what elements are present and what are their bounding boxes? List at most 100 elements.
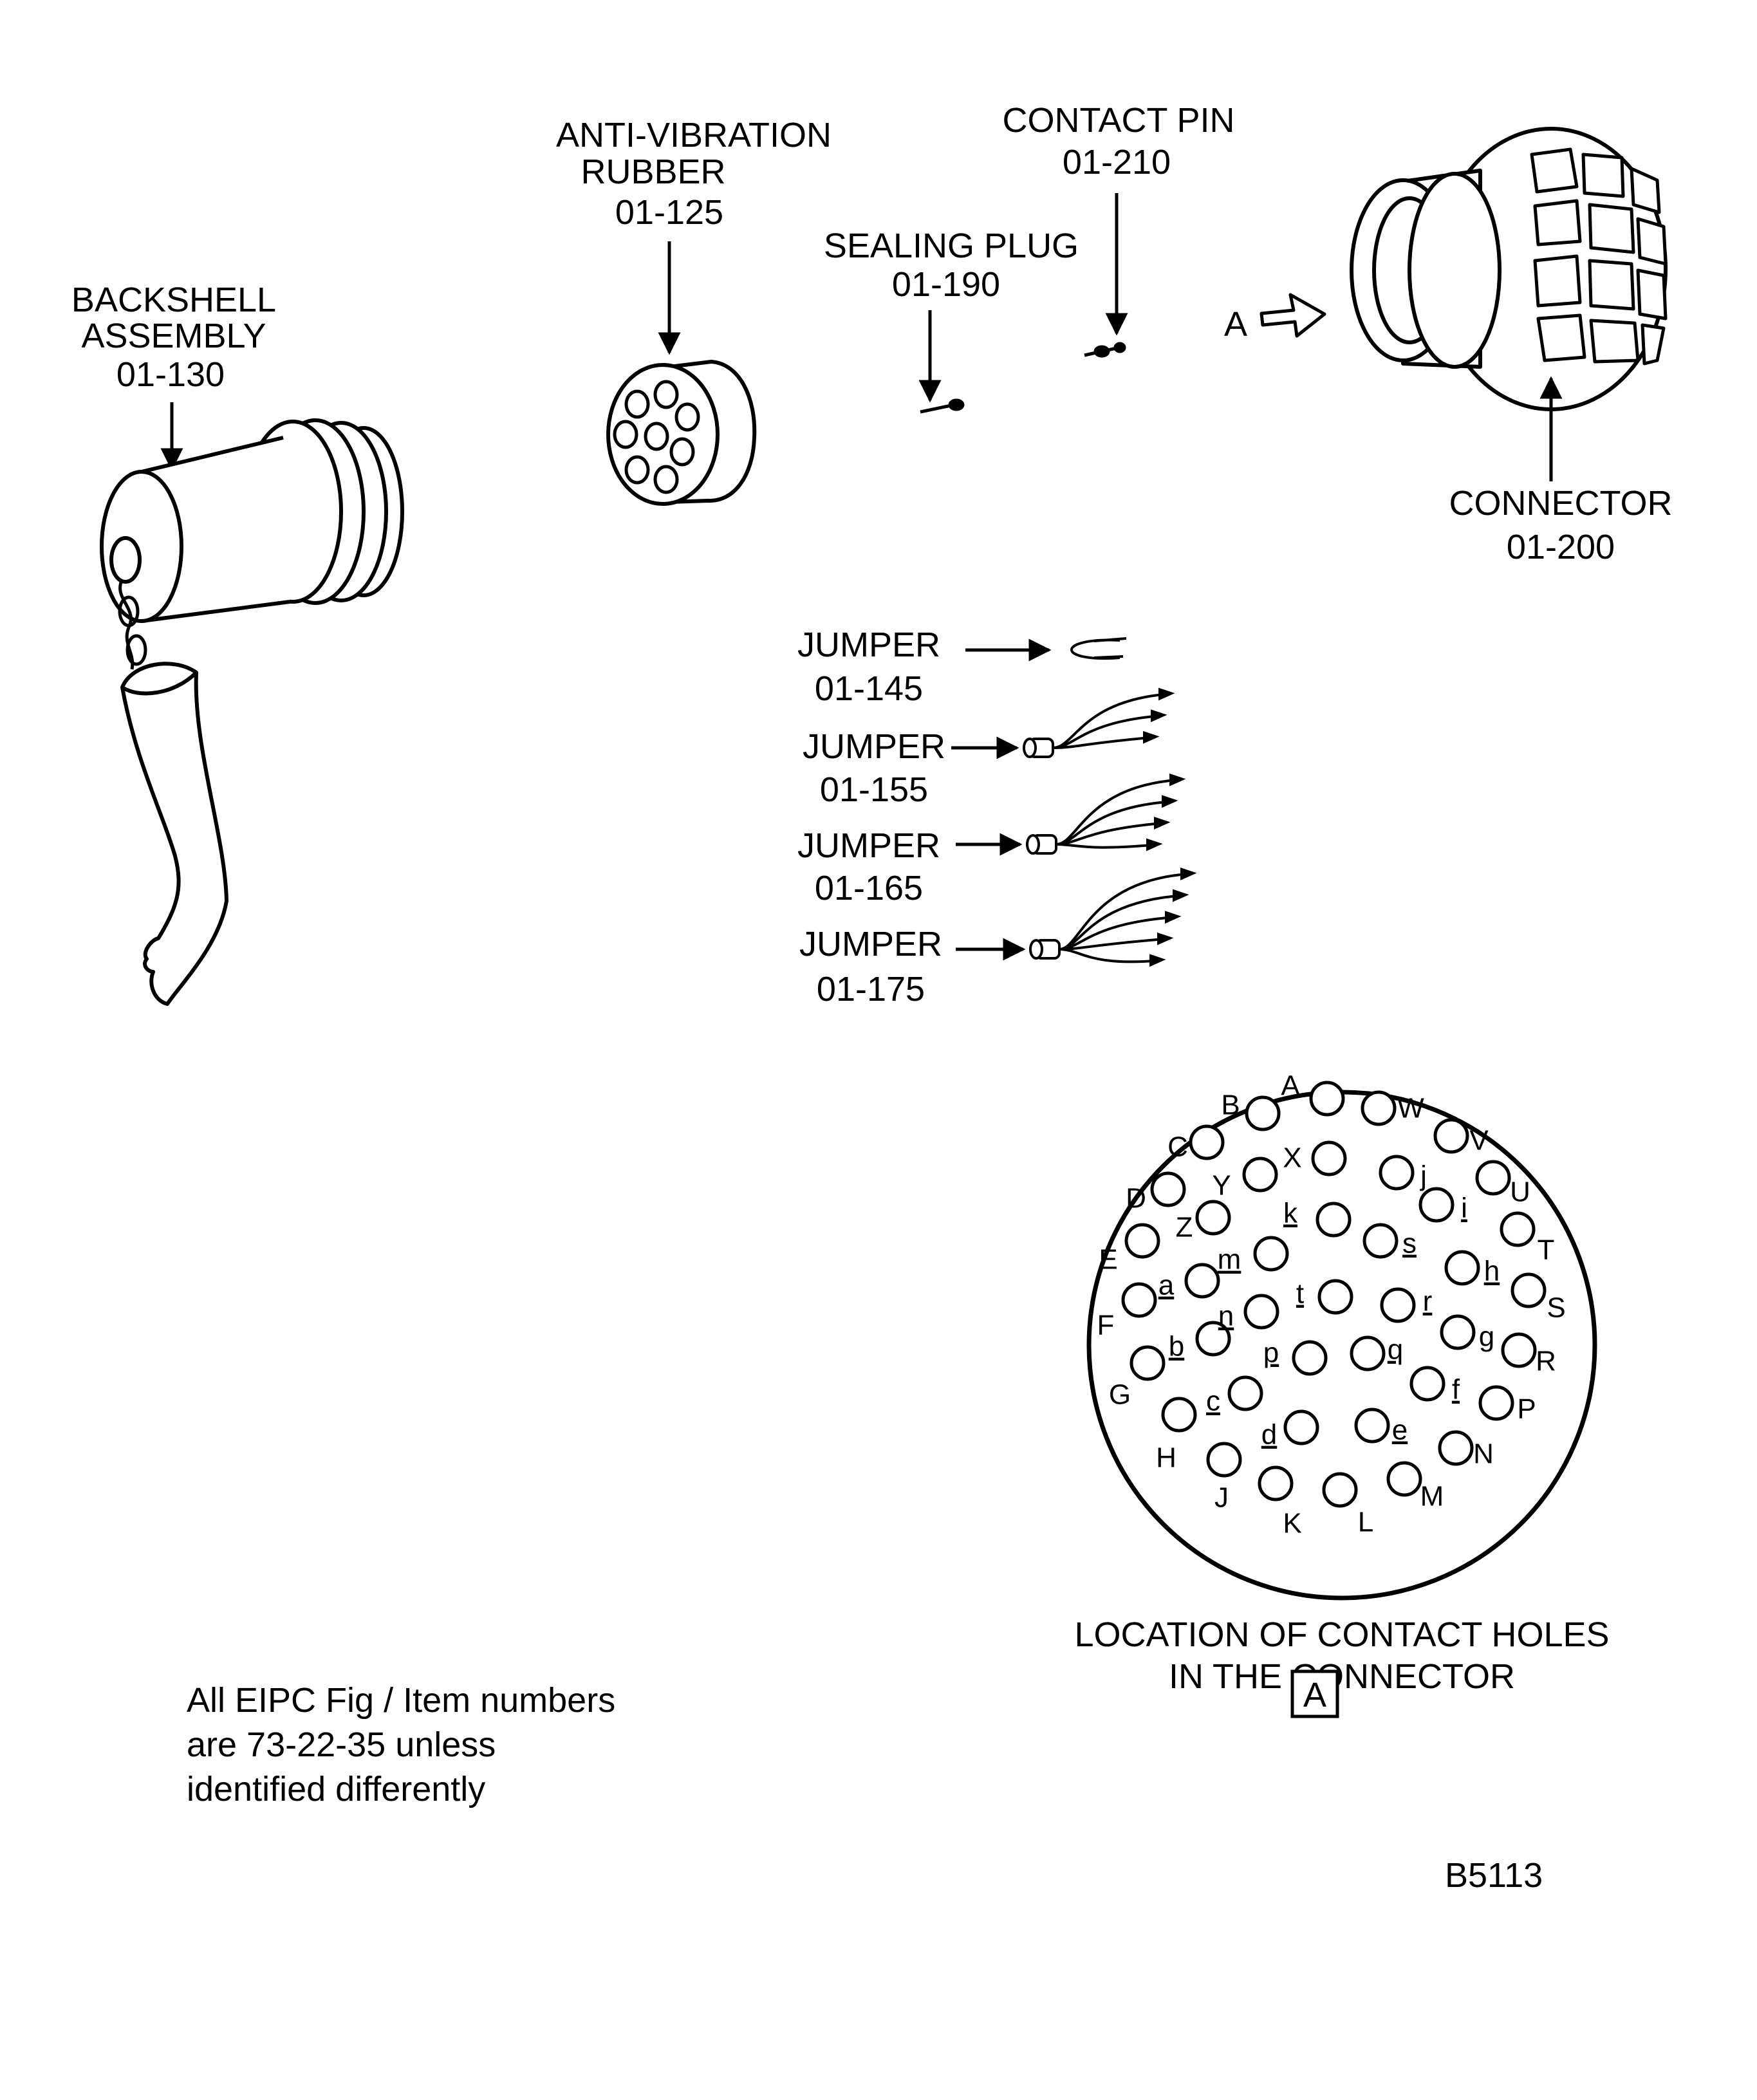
contact-pin-name: CONTACT PIN bbox=[1002, 101, 1234, 140]
jumper-name-1: JUMPER bbox=[797, 626, 940, 664]
contact-hole-label-L: L bbox=[1358, 1507, 1373, 1538]
contact-hole-label-C: C bbox=[1167, 1131, 1188, 1163]
contact-hole-label-q: q bbox=[1388, 1334, 1403, 1366]
view-a-box bbox=[1290, 1669, 1339, 1718]
contact-hole-b bbox=[1195, 1321, 1231, 1357]
contact-hole-H bbox=[1161, 1397, 1197, 1433]
jumpers-group: JUMPER01-145JUMPER01-155JUMPER01-165JUMP… bbox=[797, 626, 1197, 1008]
contact-hole-label-J: J bbox=[1214, 1482, 1229, 1514]
contact-hole-C bbox=[1189, 1124, 1225, 1160]
connector-item-number: 01-200 bbox=[1507, 528, 1615, 566]
jumper-drawing-2 bbox=[1023, 687, 1175, 758]
contact-hole-d bbox=[1283, 1409, 1319, 1445]
jumper-drawing-4 bbox=[1029, 868, 1197, 967]
contact-hole-label-D: D bbox=[1126, 1183, 1146, 1214]
contact-hole-A bbox=[1309, 1081, 1345, 1117]
contact-pin-drawing bbox=[1084, 342, 1126, 358]
contact-hole-label-f: f bbox=[1452, 1374, 1460, 1406]
contact-hole-g bbox=[1440, 1314, 1476, 1350]
connector-name: CONNECTOR bbox=[1449, 484, 1672, 523]
contact-hole-D bbox=[1150, 1171, 1186, 1207]
contact-hole-label-Z: Z bbox=[1176, 1212, 1193, 1243]
jumper-item-number-4: 01-175 bbox=[817, 970, 925, 1008]
contact-hole-label-c: c bbox=[1206, 1386, 1220, 1417]
view-direction-arrow bbox=[1260, 293, 1326, 338]
contact-hole-L bbox=[1322, 1472, 1358, 1508]
contact-hole-label-Y: Y bbox=[1212, 1170, 1231, 1202]
anti-vibration-rubber-drawing bbox=[606, 359, 757, 506]
contact-hole-s bbox=[1362, 1223, 1399, 1259]
jumper-name-4: JUMPER bbox=[799, 925, 942, 963]
contact-hole-X bbox=[1311, 1140, 1347, 1176]
contact-hole-label-s: s bbox=[1402, 1228, 1417, 1259]
contact-hole-f bbox=[1409, 1366, 1446, 1402]
jumper-item-number-1: 01-145 bbox=[815, 669, 923, 708]
jumper-drawing-1 bbox=[1070, 637, 1127, 660]
contact-hole-K bbox=[1258, 1465, 1294, 1501]
contact-holes-caption-line1: LOCATION OF CONTACT HOLES bbox=[1074, 1615, 1609, 1654]
contact-hole-label-T: T bbox=[1538, 1234, 1555, 1266]
contact-hole-label-M: M bbox=[1420, 1481, 1444, 1512]
contact-pin-labels: CONTACT PIN 01-210 bbox=[1002, 101, 1234, 181]
contact-holes-caption: LOCATION OF CONTACT HOLES IN THE CONNECT… bbox=[1074, 1615, 1609, 1696]
contact-hole-label-N: N bbox=[1473, 1438, 1494, 1470]
contact-hole-label-h: h bbox=[1484, 1256, 1500, 1287]
contact-hole-r bbox=[1380, 1287, 1416, 1323]
contact-hole-i bbox=[1418, 1187, 1455, 1223]
contact-hole-label-m: m bbox=[1218, 1244, 1241, 1276]
contact-hole-W bbox=[1361, 1090, 1397, 1126]
contact-hole-label-n: n bbox=[1218, 1301, 1234, 1332]
contact-hole-label-a: a bbox=[1158, 1270, 1175, 1301]
contact-hole-R bbox=[1501, 1332, 1537, 1368]
contact-hole-label-P: P bbox=[1517, 1393, 1536, 1425]
backshell-assembly-drawing bbox=[100, 418, 404, 1006]
contact-hole-label-B: B bbox=[1221, 1090, 1240, 1121]
backshell-item-number: 01-130 bbox=[116, 355, 225, 394]
contact-hole-n bbox=[1243, 1294, 1279, 1330]
contact-hole-label-r: r bbox=[1423, 1286, 1433, 1317]
jumper-drawing-3 bbox=[1026, 773, 1186, 855]
contact-hole-label-F: F bbox=[1097, 1310, 1115, 1341]
contact-hole-T bbox=[1500, 1211, 1536, 1247]
contact-hole-p bbox=[1292, 1340, 1328, 1376]
connector-labels: CONNECTOR 01-200 bbox=[1449, 484, 1672, 566]
contact-hole-F bbox=[1121, 1282, 1157, 1318]
contact-holes-caption-line2: IN THE CONNECTOR bbox=[1169, 1657, 1515, 1696]
note-line2: are 73-22-35 unless bbox=[187, 1725, 496, 1764]
contact-hole-label-p: p bbox=[1263, 1337, 1279, 1369]
sealing-plug-labels: SEALING PLUG 01-190 bbox=[824, 227, 1079, 304]
contact-hole-label-b: b bbox=[1169, 1331, 1184, 1362]
contact-hole-label-V: V bbox=[1469, 1125, 1489, 1157]
contact-hole-S bbox=[1511, 1272, 1547, 1308]
connector-drawing bbox=[1350, 127, 1668, 411]
contact-hole-N bbox=[1438, 1430, 1474, 1466]
rubber-item-number: 01-125 bbox=[615, 193, 723, 232]
contact-hole-label-K: K bbox=[1283, 1508, 1301, 1539]
contact-hole-e bbox=[1354, 1408, 1390, 1444]
contact-hole-label-A: A bbox=[1281, 1070, 1300, 1102]
note-text: All EIPC Fig / Item numbers are 73-22-35… bbox=[187, 1678, 766, 1812]
contact-hole-E bbox=[1124, 1223, 1160, 1259]
contact-hole-m bbox=[1253, 1236, 1289, 1272]
contact-hole-Z bbox=[1195, 1200, 1231, 1236]
backshell-name-line1: BACKSHELL bbox=[71, 281, 276, 319]
contact-hole-label-e: e bbox=[1392, 1415, 1408, 1446]
jumper-name-2: JUMPER bbox=[803, 727, 945, 766]
contact-hole-V bbox=[1433, 1118, 1469, 1154]
contact-hole-P bbox=[1478, 1385, 1514, 1421]
contact-hole-label-k: k bbox=[1283, 1198, 1298, 1229]
contact-hole-label-g: g bbox=[1479, 1321, 1494, 1353]
contact-hole-label-H: H bbox=[1156, 1442, 1176, 1474]
contact-hole-t bbox=[1317, 1279, 1353, 1315]
contact-hole-G bbox=[1130, 1345, 1166, 1381]
contact-hole-label-E: E bbox=[1099, 1244, 1117, 1276]
note-line3: identified differently bbox=[187, 1770, 486, 1808]
contact-hole-label-R: R bbox=[1536, 1346, 1556, 1377]
contact-hole-B bbox=[1245, 1095, 1281, 1131]
jumper-name-3: JUMPER bbox=[797, 826, 940, 865]
contact-hole-k bbox=[1315, 1202, 1352, 1238]
contact-hole-j bbox=[1379, 1155, 1415, 1191]
